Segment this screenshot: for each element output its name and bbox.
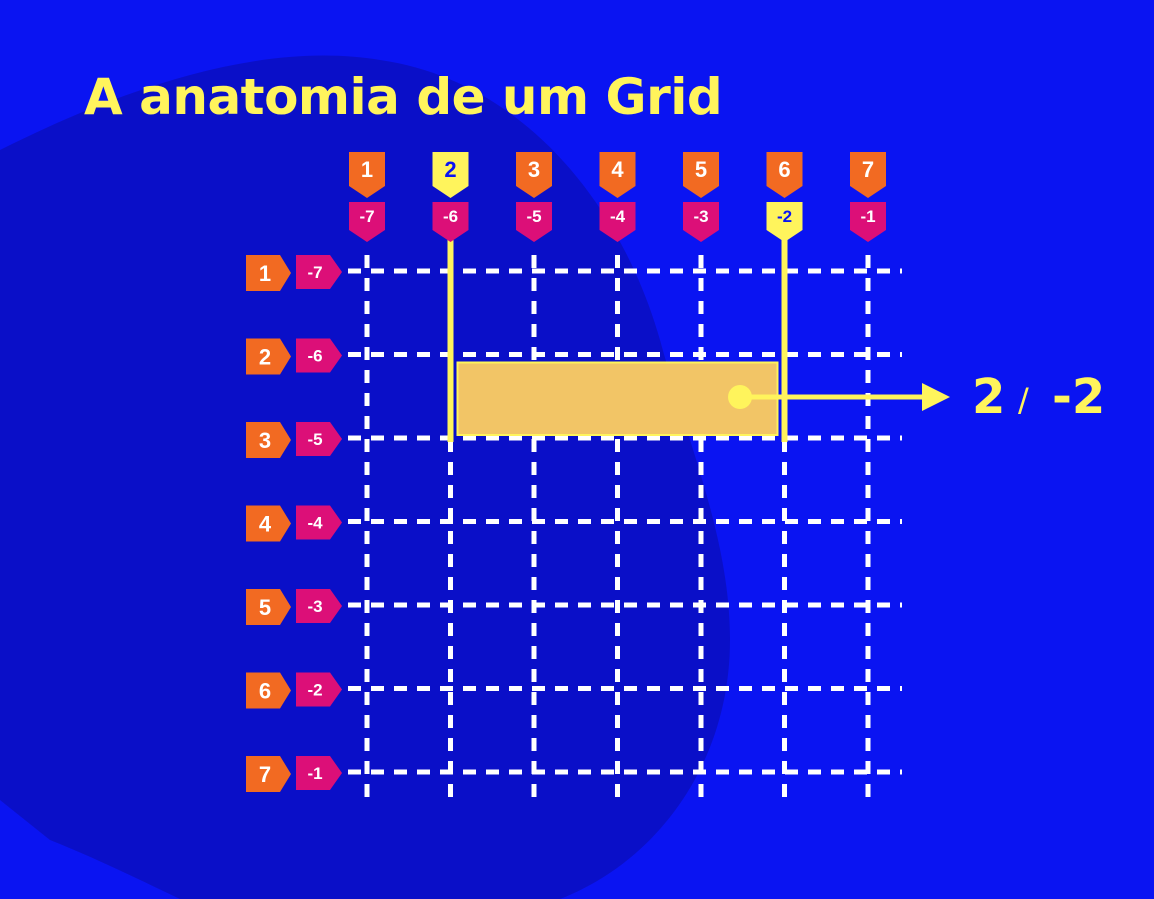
column-line-negative-shape: [516, 202, 552, 242]
column-line-positive-label: 7: [862, 157, 874, 182]
row-line-negative: -3: [296, 589, 342, 623]
column-line-negative-label: -3: [693, 207, 708, 226]
annotation-arrow-head: [922, 383, 950, 411]
placement-annotation: 2 / -2: [728, 369, 1105, 425]
row-line-positive-shape: [246, 756, 291, 792]
row-line-negative-shape: [296, 756, 342, 790]
row-line-positive-label: 7: [259, 762, 271, 787]
row-line-positive-label: 3: [259, 428, 271, 453]
column-line-negative-label: -1: [860, 207, 875, 226]
row-line-negative-label: -4: [307, 514, 323, 533]
row-line-negative-shape: [296, 589, 342, 623]
row-line-negative: -7: [296, 255, 342, 289]
row-line-negative-shape: [296, 338, 342, 373]
column-line-negative-label: -4: [610, 207, 626, 226]
column-line-positive: 7: [850, 152, 886, 198]
column-line-positive-label: 5: [695, 157, 707, 182]
row-line-positive-label: 4: [259, 511, 272, 536]
column-line-positive: 6: [766, 152, 803, 198]
column-line-negative: -6: [432, 202, 469, 242]
row-line-positive-shape: [246, 589, 291, 625]
column-line-negative-label: -5: [526, 207, 541, 226]
row-line-positive-label: 1: [259, 261, 271, 286]
column-line-positive-label: 3: [528, 157, 540, 182]
column-line-positive-label: 4: [611, 157, 624, 182]
row-line-negative-label: -6: [307, 347, 322, 366]
column-line-positive: 3: [516, 152, 552, 198]
column-line-positive: 2: [432, 152, 469, 198]
column-line-negative: -3: [683, 202, 719, 242]
row-line-negative-shape: [296, 422, 342, 456]
row-line-markers: 1 -7 2 -6 3 -5 4 -4 5 -3 6 -2 7 -1: [246, 255, 342, 792]
column-line-positive-shape: [432, 152, 469, 198]
annotation-start: 2: [972, 369, 1005, 425]
column-line-negative: -2: [766, 202, 803, 242]
column-line-positive-shape: [683, 152, 719, 198]
row-line-negative: -5: [296, 422, 342, 456]
column-line-markers: 1 -7 2 -6 3 -5 4 -4 5 -3 6 -2 7 -1: [349, 152, 886, 242]
row-line-positive-shape: [246, 672, 291, 709]
column-line-positive: 1: [349, 152, 385, 198]
column-line-negative: -1: [850, 202, 886, 242]
annotation-separator: /: [1018, 381, 1029, 419]
row-line-negative-shape: [296, 505, 342, 540]
column-line-negative-label: -6: [443, 207, 458, 226]
row-line-negative: -2: [296, 672, 342, 707]
column-line-negative-shape: [599, 202, 636, 242]
column-line-positive-label: 2: [444, 157, 456, 182]
column-line-negative: -7: [349, 202, 385, 242]
grid-area: [456, 361, 779, 436]
row-line-negative-label: -5: [307, 430, 322, 449]
column-line-positive-label: 6: [778, 157, 790, 182]
row-line-negative: -1: [296, 756, 342, 790]
row-line-positive-shape: [246, 505, 291, 542]
row-line-positive-shape: [246, 338, 291, 375]
annotation-dot: [728, 385, 752, 409]
annotation-end: -2: [1052, 369, 1105, 425]
grid-lines: [348, 255, 902, 802]
column-line-negative: -4: [599, 202, 636, 242]
column-line-negative-label: -7: [359, 207, 374, 226]
column-line-positive-shape: [599, 152, 636, 198]
row-line-positive-shape: [246, 422, 291, 458]
column-line-negative-shape: [766, 202, 803, 242]
column-line-positive-shape: [766, 152, 803, 198]
row-line-negative-shape: [296, 672, 342, 707]
column-line-positive: 4: [599, 152, 636, 198]
row-line-negative-label: -3: [307, 597, 322, 616]
row-line-positive: 7: [246, 756, 291, 792]
column-line-negative-shape: [850, 202, 886, 242]
row-line-negative-label: -7: [307, 263, 322, 282]
row-line-positive-label: 2: [259, 344, 271, 369]
row-line-negative: -6: [296, 338, 342, 373]
row-line-positive: 2: [246, 338, 291, 375]
row-line-positive-label: 5: [259, 595, 271, 620]
column-line-positive-label: 1: [361, 157, 373, 182]
column-line-positive-shape: [850, 152, 886, 198]
column-line-negative-label: -2: [777, 207, 792, 226]
column-line-positive: 5: [683, 152, 719, 198]
column-line-positive-shape: [516, 152, 552, 198]
row-line-positive-label: 6: [259, 678, 271, 703]
row-line-positive: 1: [246, 255, 291, 291]
row-line-positive: 6: [246, 672, 291, 709]
row-line-negative-label: -1: [307, 764, 322, 783]
selected-area: [447, 232, 788, 442]
row-line-negative-label: -2: [307, 681, 322, 700]
column-line-positive-shape: [349, 152, 385, 198]
row-line-positive: 3: [246, 422, 291, 458]
row-line-positive: 5: [246, 589, 291, 625]
row-line-negative: -4: [296, 505, 342, 540]
column-line-negative-shape: [349, 202, 385, 242]
page-title: A anatomia de um Grid: [84, 68, 723, 126]
row-line-positive: 4: [246, 505, 291, 542]
row-line-positive-shape: [246, 255, 291, 291]
background-blob-shape: [0, 55, 730, 899]
column-line-negative-shape: [683, 202, 719, 242]
column-line-negative-shape: [432, 202, 469, 242]
column-line-negative: -5: [516, 202, 552, 242]
row-line-negative-shape: [296, 255, 342, 289]
